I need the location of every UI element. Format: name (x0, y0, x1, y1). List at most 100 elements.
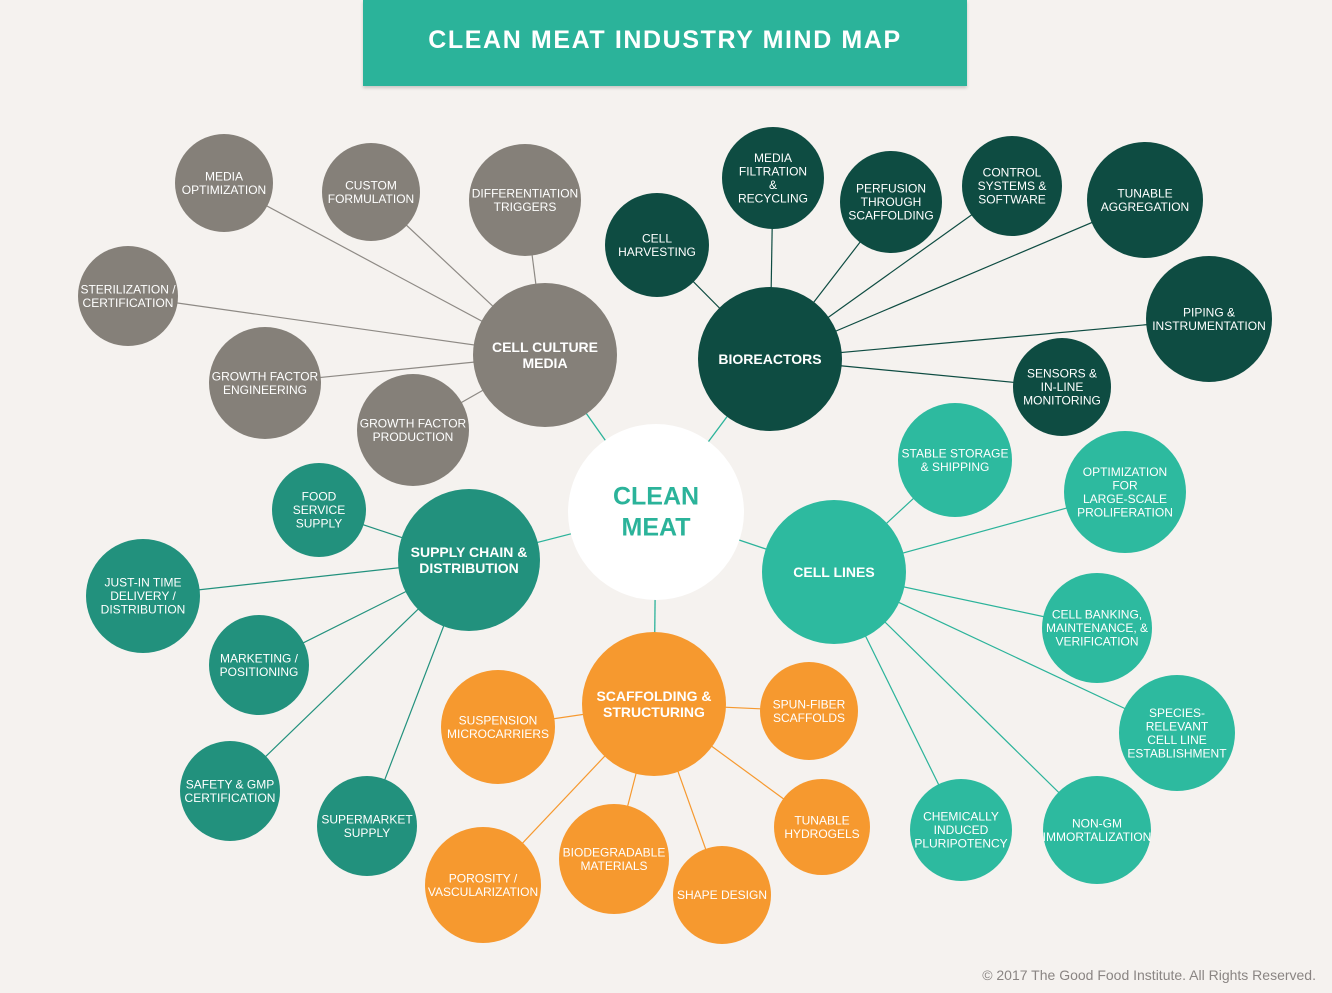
node-circle (910, 779, 1012, 881)
node-label: BIODEGRADABLE (563, 845, 666, 859)
node-label: CHEMICALLY (923, 810, 999, 824)
node-circle (441, 670, 555, 784)
node-circle (86, 539, 200, 653)
node-circle (605, 193, 709, 297)
node-label: & SHIPPING (921, 460, 990, 474)
title-banner: CLEAN MEAT INDUSTRY MIND MAP (363, 0, 967, 86)
node-label: FOOD (302, 490, 337, 504)
node-label: AGGREGATION (1101, 200, 1189, 214)
node-label: SUPPLY CHAIN & (411, 544, 528, 560)
node-label: SERVICE (293, 503, 345, 517)
node-circle (962, 136, 1062, 236)
node-label: HYDROGELS (784, 827, 859, 841)
node-bio-6: PIPING &INSTRUMENTATION (1146, 256, 1272, 382)
node-label: SAFETY & GMP (186, 777, 274, 791)
node-circle (673, 846, 771, 944)
node-scd: SUPPLY CHAIN &DISTRIBUTION (398, 489, 540, 631)
node-label: RECYCLING (738, 191, 808, 205)
node-label: BIOREACTORS (718, 351, 821, 367)
node-label: OPTIMIZATION (1083, 465, 1167, 479)
node-circle (1043, 776, 1151, 884)
node-label: MEDIA (754, 151, 792, 165)
node-label: THROUGH (861, 195, 922, 209)
node-label: IN-LINE (1041, 380, 1084, 394)
node-label: STERILIZATION / (80, 282, 176, 296)
node-label: CUSTOM (345, 178, 397, 192)
node-label: JUST-IN TIME (104, 576, 181, 590)
node-label: OPTIMIZATION (182, 183, 266, 197)
node-label: CERTIFICATION (83, 296, 174, 310)
node-circle (272, 463, 366, 557)
node-label: FILTRATION (739, 164, 807, 178)
node-label: MICROCARRIERS (447, 727, 549, 741)
node-circle (317, 776, 417, 876)
node-label: CELL (642, 231, 672, 245)
node-label: NON-GM (1072, 816, 1122, 830)
node-circle (78, 246, 178, 346)
node-label: SCAFFOLDS (773, 711, 845, 725)
node-circle (722, 127, 824, 229)
node-label: SCAFFOLDING & (596, 688, 711, 704)
node-label: TUNABLE (1117, 186, 1172, 200)
node-label: CONTROL (983, 166, 1042, 180)
node-circle (1119, 675, 1235, 791)
center-label: CLEAN (613, 483, 699, 511)
copyright-footer: © 2017 The Good Food Institute. All Righ… (982, 967, 1316, 983)
node-label: SHAPE DESIGN (677, 888, 767, 902)
node-circle (898, 403, 1012, 517)
node-label: GROWTH FACTOR (360, 416, 467, 430)
node-label: PIPING & (1183, 305, 1235, 319)
node-label: SPECIES- (1149, 706, 1205, 720)
node-label: CELL LINE (1147, 733, 1207, 747)
node-label: DELIVERY / (110, 589, 176, 603)
node-circle (209, 327, 321, 439)
node-label: & (769, 178, 777, 192)
page-title: CLEAN MEAT INDUSTRY MIND MAP (428, 25, 902, 54)
node-label: LARGE-SCALE (1083, 492, 1167, 506)
node-label: MATERIALS (580, 859, 647, 873)
node-circle (1087, 142, 1203, 258)
node-cl-3: CELL BANKING,MAINTENANCE, &VERIFICATION (1042, 573, 1152, 683)
node-label: PRODUCTION (373, 430, 454, 444)
node-label: SPUN-FIBER (773, 697, 846, 711)
node-ccm-4: STERILIZATION /CERTIFICATION (78, 246, 178, 346)
node-sas-4: SHAPE DESIGN (673, 846, 771, 944)
node-circle (582, 632, 726, 776)
node-scd-3: MARKETING /POSITIONING (209, 615, 309, 715)
node-label: MEDIA (205, 169, 243, 183)
node-label: CELL BANKING, (1052, 608, 1142, 622)
node-circle (762, 500, 906, 644)
node-label: STABLE STORAGE (902, 446, 1009, 460)
node-circle (1064, 431, 1186, 553)
node-label: SUPPLY (344, 826, 390, 840)
node-label: VERIFICATION (1055, 635, 1138, 649)
node-circle (469, 144, 581, 256)
node-label: CELL CULTURE (492, 339, 598, 355)
node-circle (1013, 338, 1111, 436)
node-label: MAINTENANCE, & (1046, 621, 1148, 635)
node-circle (322, 143, 420, 241)
node-label: INDUCED (934, 823, 989, 837)
node-circle (425, 827, 541, 943)
node-cl-1: STABLE STORAGE& SHIPPING (898, 403, 1012, 517)
node-label: SENSORS & (1027, 367, 1097, 381)
node-circle (840, 151, 942, 253)
node-sas-6: POROSITY /VASCULARIZATION (425, 827, 541, 943)
